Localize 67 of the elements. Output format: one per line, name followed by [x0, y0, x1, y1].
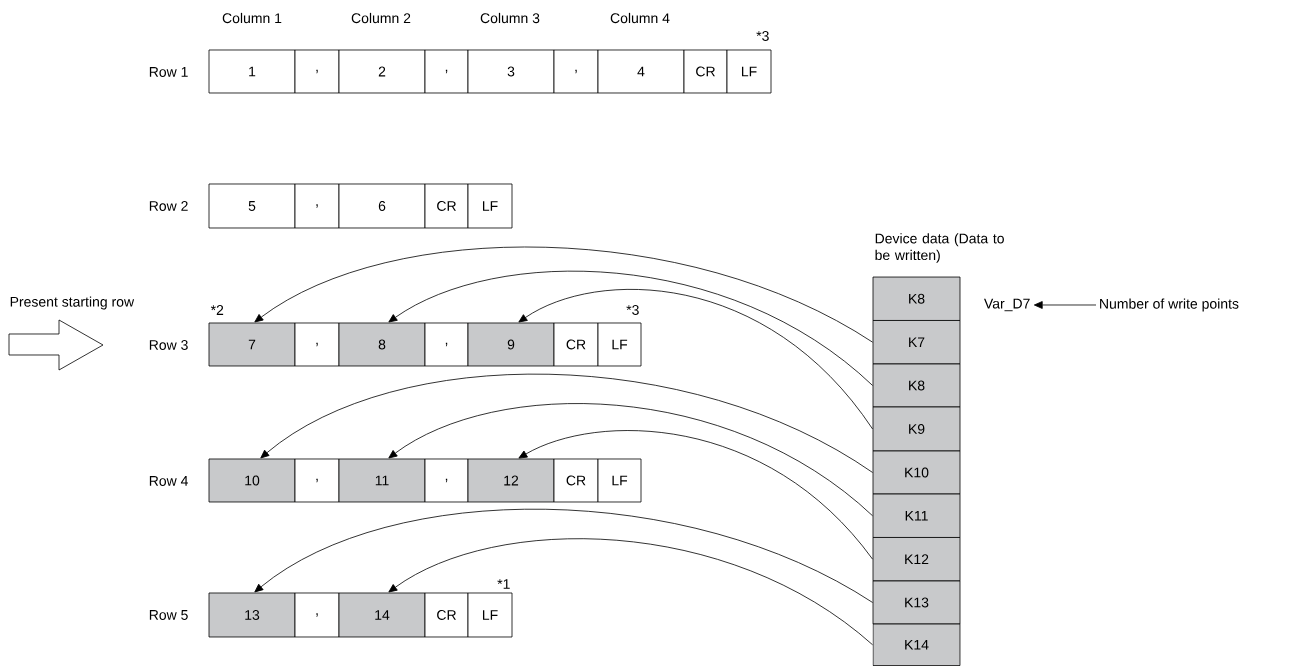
column-label: Column 3 — [480, 12, 540, 24]
cell: LF — [597, 322, 642, 367]
cell: 1 — [208, 49, 296, 94]
cell: , — [294, 183, 340, 229]
cell: , — [294, 592, 340, 638]
cell: CR — [553, 322, 599, 367]
heading: Device data (Data to be written) — [875, 233, 1004, 263]
arrow — [1033, 301, 1097, 309]
row-label: Row 2 — [149, 201, 188, 211]
data-cell: 7 — [208, 322, 296, 367]
row-pointer-label: Present starting row — [10, 296, 135, 310]
note-mark: *3 — [626, 305, 639, 315]
data-cell: 13 — [208, 592, 296, 638]
row-label: Row 5 — [149, 610, 188, 620]
data-cell: K8 — [872, 363, 961, 408]
text-label: Number of write points — [1100, 298, 1239, 312]
cell: 3 — [467, 49, 555, 94]
row-label: Row 1 — [149, 67, 188, 77]
row-label: Row 3 — [149, 340, 188, 350]
cell: CR — [553, 458, 599, 503]
arrow — [388, 538, 873, 646]
cell: , — [553, 49, 599, 94]
arrow — [260, 373, 873, 473]
cell: CR — [424, 592, 469, 638]
column-label: Column 4 — [610, 12, 670, 24]
cell: LF — [467, 183, 513, 229]
cell: , — [424, 49, 469, 94]
cell: CR — [424, 183, 469, 229]
cell: 6 — [338, 183, 426, 229]
column-label: Column 2 — [351, 12, 411, 24]
data-cell: 8 — [338, 322, 426, 367]
cell: LF — [726, 49, 772, 94]
arrow — [254, 246, 873, 343]
cell: CR — [683, 49, 728, 94]
cell: 5 — [208, 183, 296, 229]
cell: , — [424, 322, 469, 367]
cell: 2 — [338, 49, 426, 94]
cell: , — [424, 458, 469, 503]
arrow — [518, 430, 873, 560]
arrow — [254, 508, 873, 603]
data-cell: K7 — [872, 320, 961, 365]
arrow — [388, 270, 873, 386]
note-mark: *1 — [497, 579, 510, 589]
data-cell: 9 — [467, 322, 555, 367]
data-cell: K14 — [872, 623, 961, 666]
row-label: Row 4 — [149, 476, 188, 486]
data-cell: 11 — [338, 458, 426, 503]
cell: 4 — [597, 49, 685, 94]
data-cell: K10 — [872, 450, 961, 495]
data-cell: K12 — [872, 537, 961, 582]
cell: LF — [597, 458, 642, 503]
note-mark: *3 — [756, 31, 769, 41]
cell: , — [294, 458, 340, 503]
text-label: Var_D7 — [984, 298, 1030, 312]
data-cell: 14 — [338, 592, 426, 638]
data-cell: K9 — [872, 406, 961, 452]
arrow — [518, 289, 873, 430]
cell: LF — [467, 592, 513, 638]
data-cell: K11 — [872, 493, 961, 538]
column-label: Column 1 — [222, 12, 282, 24]
data-cell: K8 — [872, 276, 961, 321]
data-cell: 12 — [467, 458, 555, 503]
cell: , — [294, 322, 340, 367]
data-cell: K13 — [872, 580, 961, 625]
data-cell: 10 — [208, 458, 296, 503]
arrow — [388, 403, 873, 517]
cell: , — [294, 49, 340, 94]
